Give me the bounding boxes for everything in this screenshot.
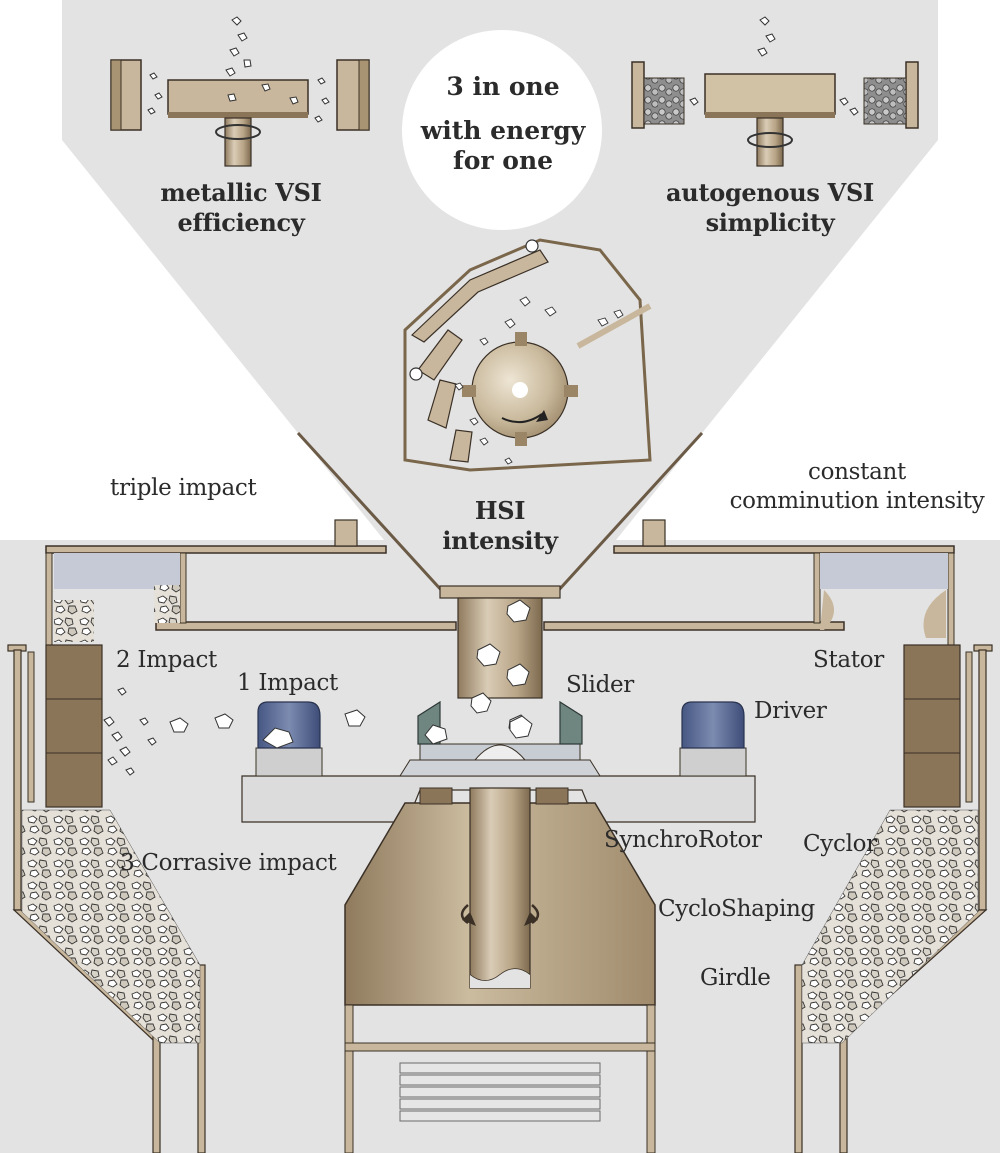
girdle-label: Girdle bbox=[700, 965, 771, 991]
summary-text: 3 in one with energy for one bbox=[405, 72, 601, 176]
slider-right bbox=[509, 700, 583, 745]
summary-line-2: with energy bbox=[420, 116, 586, 145]
autogenous-vsi-icon bbox=[631, 16, 919, 167]
impact-2-label: 2 Impact bbox=[116, 647, 217, 673]
triple-impact-label: triple impact bbox=[110, 475, 257, 501]
metallic-vsi-line-1: metallic VSI bbox=[160, 178, 322, 207]
top-housing bbox=[45, 519, 955, 646]
constant-line-1: constant bbox=[808, 459, 906, 485]
constant-line-2: comminution intensity bbox=[729, 487, 985, 514]
cycloshaping-label: CycloShaping bbox=[658, 896, 815, 922]
stator-left bbox=[27, 644, 103, 808]
hsi-line-2: intensity bbox=[442, 526, 558, 555]
driver-left bbox=[257, 701, 321, 749]
cyclor-bed-left bbox=[21, 809, 201, 1044]
synchrorotor-label: SynchroRotor bbox=[604, 827, 762, 853]
metallic-vsi-line-2: efficiency bbox=[177, 208, 305, 237]
metallic-vsi-icon bbox=[110, 16, 370, 167]
synchro-rotor bbox=[241, 743, 756, 823]
slider-left bbox=[417, 700, 448, 745]
summary-line-1: 3 in one bbox=[446, 72, 560, 101]
main-shaft-housing bbox=[344, 787, 656, 1153]
flying-stones bbox=[103, 687, 366, 776]
impact-1-label: 1 Impact bbox=[237, 670, 338, 696]
slider-label: Slider bbox=[566, 672, 634, 698]
feed-hopper bbox=[296, 431, 704, 594]
motor bbox=[399, 1062, 601, 1122]
constant-intensity-label: constant comminution intensity bbox=[714, 458, 1000, 516]
feed-tube bbox=[439, 585, 561, 736]
autogenous-vsi-line-2: simplicity bbox=[705, 208, 835, 237]
cyclor-label: Cyclor bbox=[803, 831, 877, 857]
hsi-line-1: HSI bbox=[474, 496, 526, 525]
cyclor-bed-right bbox=[801, 809, 979, 1044]
hsi-label: HSI intensity bbox=[420, 496, 580, 556]
hsi-icon bbox=[403, 238, 652, 472]
stator-right bbox=[903, 644, 973, 808]
driver-right bbox=[681, 701, 745, 749]
autogenous-vsi-line-1: autogenous VSI bbox=[666, 178, 874, 207]
corrasive-impact-label: 3 Corrasive impact bbox=[120, 850, 337, 876]
autogenous-vsi-label: autogenous VSI simplicity bbox=[648, 178, 892, 238]
metallic-vsi-label: metallic VSI efficiency bbox=[138, 178, 344, 238]
driver-label: Driver bbox=[754, 698, 827, 724]
stator-label: Stator bbox=[813, 647, 884, 673]
summary-line-3: for one bbox=[452, 146, 554, 175]
summary-circle bbox=[402, 30, 602, 230]
